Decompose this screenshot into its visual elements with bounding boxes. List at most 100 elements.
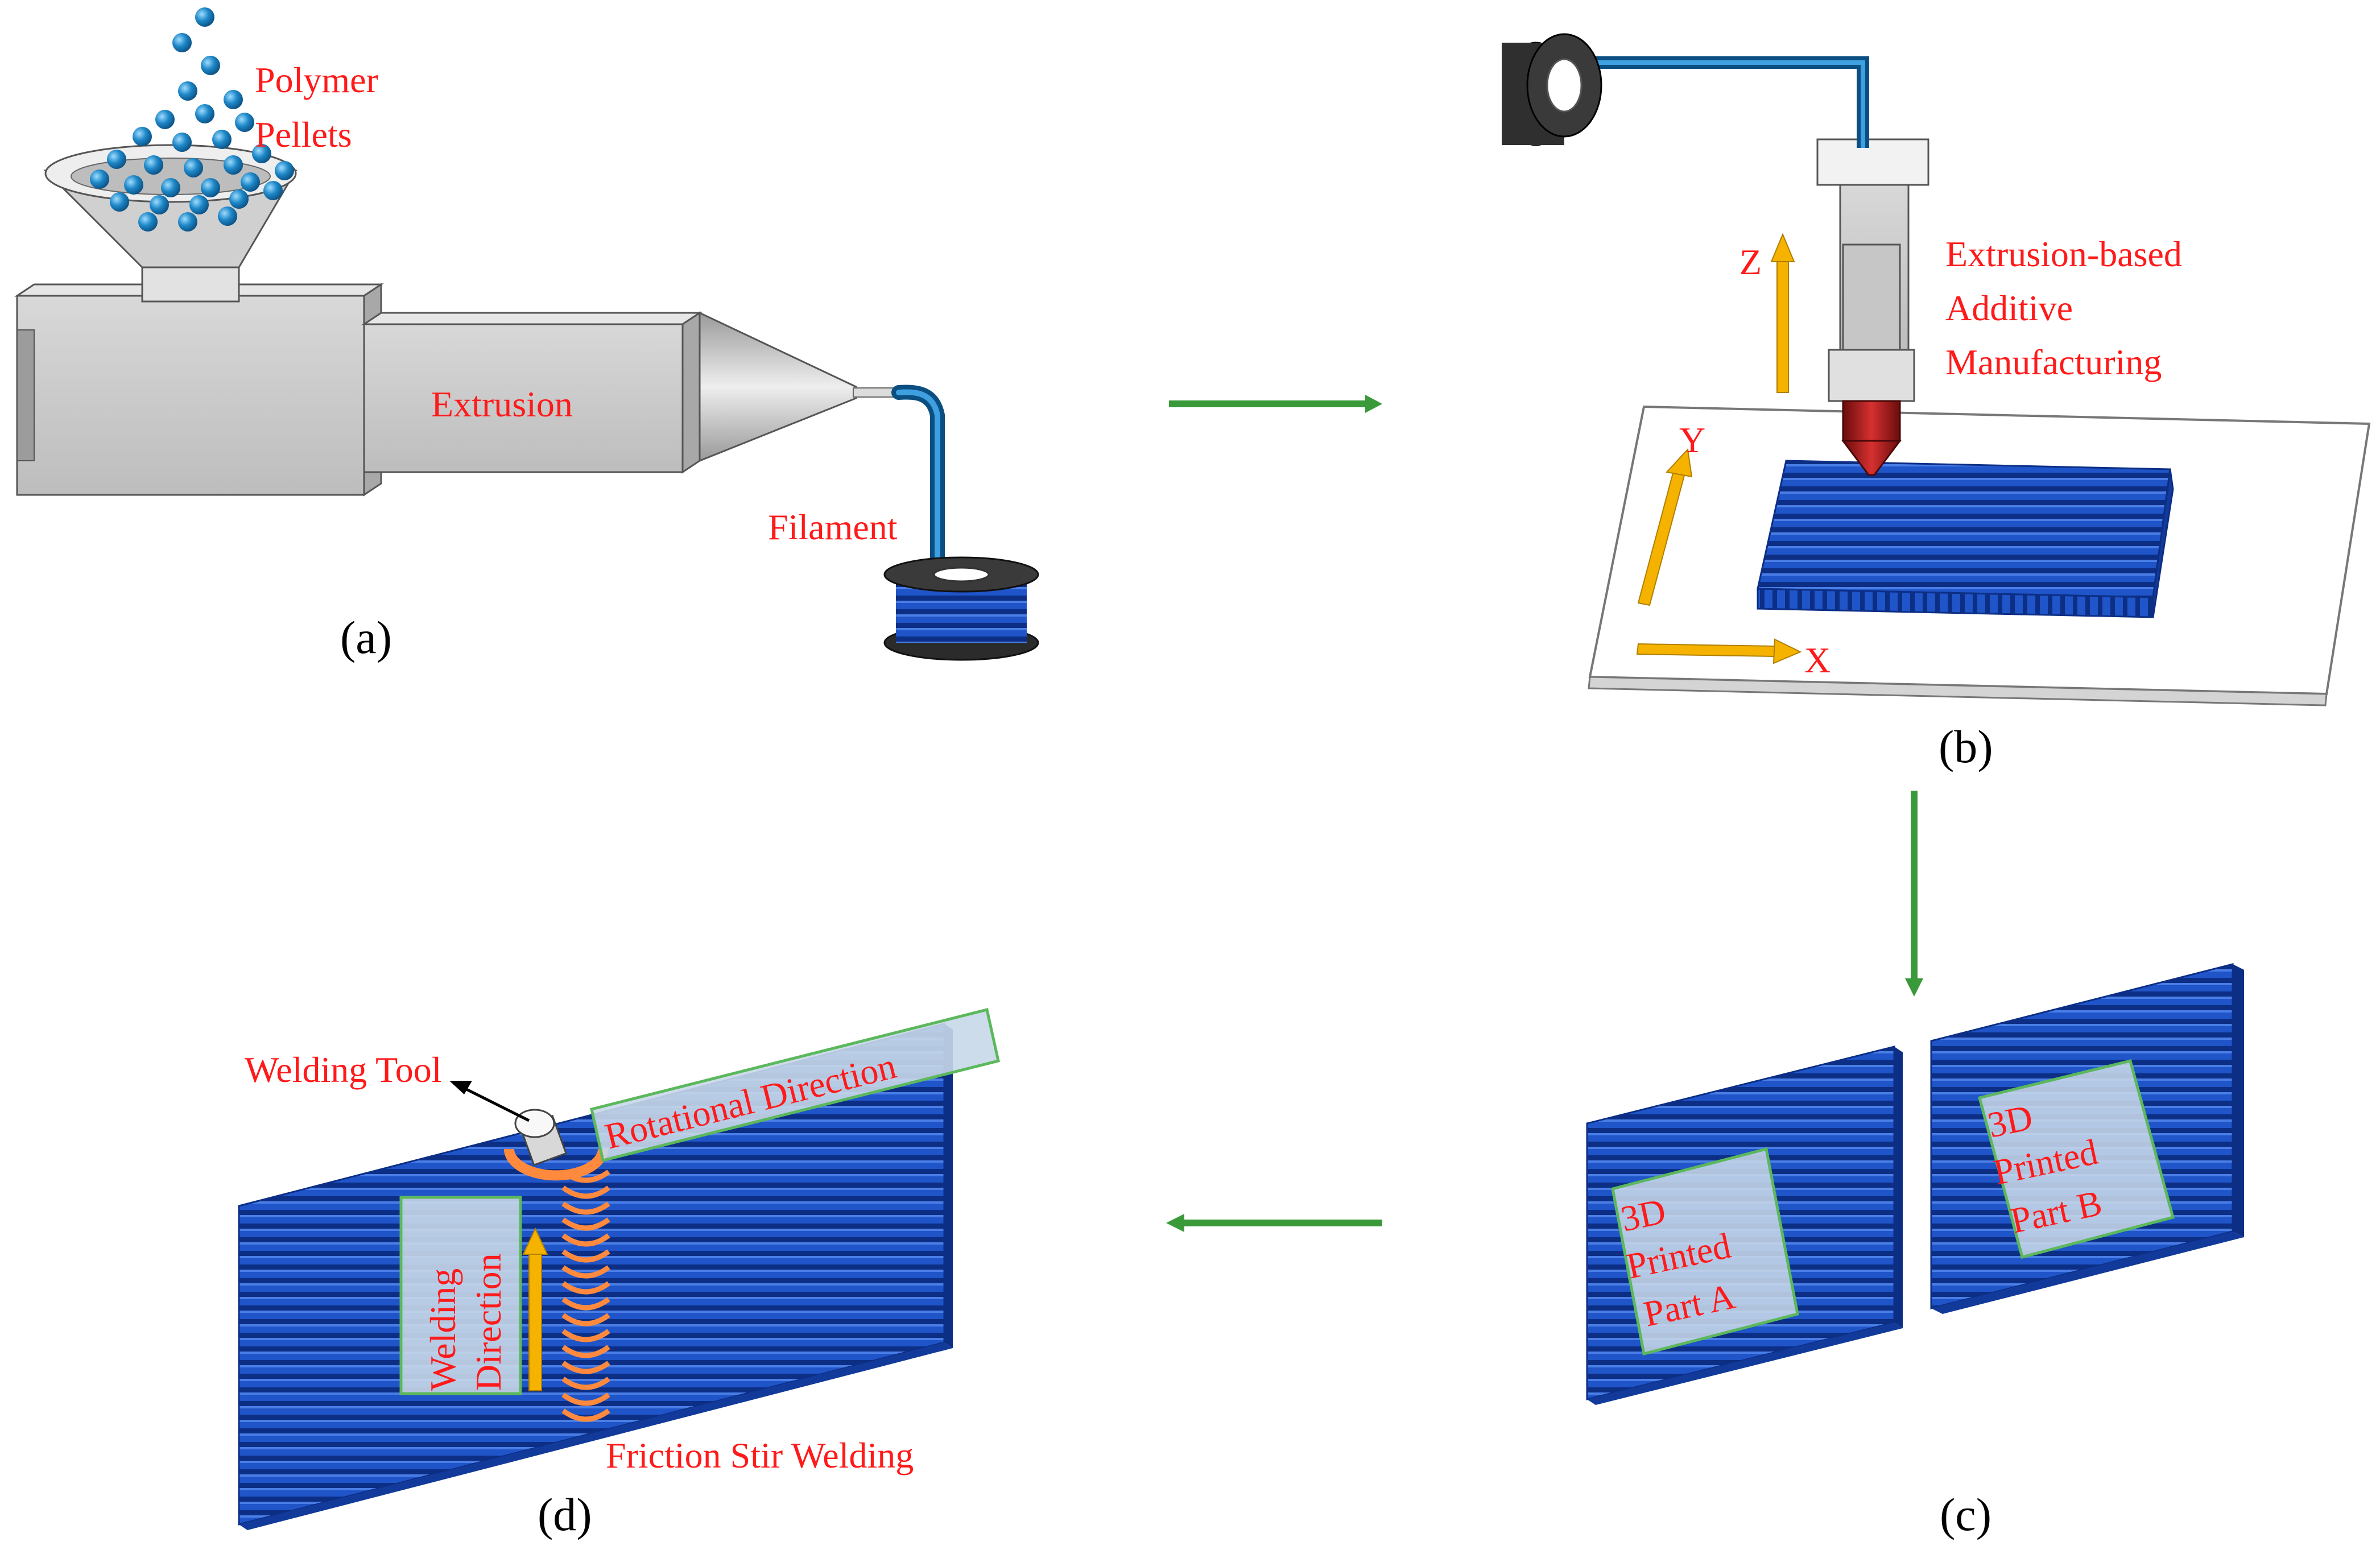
- label-direction: Direction: [468, 1253, 509, 1391]
- weld-coil: [561, 1313, 610, 1326]
- axis-label-y: Y: [1679, 420, 1705, 460]
- pellet-icon: [110, 192, 129, 212]
- weld-coil: [561, 1345, 610, 1358]
- axis-y: [1637, 448, 1693, 606]
- pellet-icon: [138, 212, 158, 232]
- pellet-icon: [90, 170, 109, 189]
- flow-arrow-a-to-b: [1169, 395, 1382, 413]
- pellet-icon: [201, 56, 220, 75]
- welding-tool: [514, 1109, 568, 1167]
- weld-coil: [561, 1201, 610, 1215]
- extruder-die-cone: [699, 311, 857, 462]
- label-welding-tool: Welding Tool: [245, 1049, 442, 1090]
- weld-coil: [561, 1249, 610, 1263]
- pellet-icon: [172, 33, 192, 52]
- pellet-icon: [235, 113, 254, 132]
- part-b-line1: 3D: [1984, 1097, 2036, 1146]
- label-extrusion-based: Extrusion-based: [1945, 234, 2182, 274]
- welding-direction-box: [399, 1196, 522, 1395]
- label-filament: Filament: [768, 507, 898, 547]
- pellet-icon: [263, 181, 283, 200]
- pellet-icon: [201, 178, 220, 197]
- orange-arrow-icon: [1772, 638, 1802, 664]
- panel-a: Polymer Pellets Extrusion Filament (a): [14, 7, 1039, 663]
- printed-part: [1757, 460, 2174, 618]
- weld-coil: [561, 1233, 610, 1247]
- panel-b: Z Y X Extrusion-based Additive Manufactu…: [1502, 33, 2371, 772]
- pellet-icon: [229, 189, 249, 209]
- pellet-icon: [184, 158, 203, 177]
- part-a-label-box: [1611, 1147, 1799, 1356]
- print-head: [1816, 138, 1929, 476]
- pellet-icon: [172, 133, 192, 152]
- caption-a: (a): [340, 611, 392, 663]
- weld-coil: [561, 1281, 610, 1295]
- green-arrow-icon: [1905, 978, 1923, 997]
- pellet-icon: [155, 110, 175, 129]
- pellet-icon: [195, 7, 214, 27]
- pellet-icon: [224, 90, 243, 109]
- polymer-pellets: [90, 7, 294, 232]
- label-additive: Additive: [1945, 288, 2073, 328]
- weld-coil: [561, 1265, 610, 1279]
- friction-stir-weld-seam: [561, 1169, 610, 1422]
- weld-coil: [561, 1377, 610, 1390]
- part-b-plate: 3D Printed Part B: [1930, 963, 2244, 1314]
- weld-coil: [561, 1217, 610, 1231]
- part-b-label-box: [1977, 1059, 2175, 1259]
- weld-coil: [561, 1361, 610, 1374]
- pellet-icon: [124, 175, 143, 195]
- flow-arrow-b-to-c: [1905, 791, 1923, 997]
- pointer-line: [460, 1085, 530, 1122]
- extruder-barrel: [14, 283, 703, 497]
- pellet-icon: [133, 127, 152, 146]
- part-a-line1: 3D: [1617, 1191, 1669, 1239]
- filament-spool: [883, 556, 1039, 661]
- label-extrusion: Extrusion: [431, 384, 573, 424]
- pellet-icon: [212, 130, 232, 149]
- pellet-icon: [144, 155, 163, 175]
- nozzle-tip: [1841, 440, 1902, 476]
- axis-x: [1636, 638, 1802, 664]
- pellet-icon: [178, 81, 197, 101]
- label-friction-stir-welding: Friction Stir Welding: [606, 1435, 914, 1476]
- pellet-icon: [161, 178, 180, 197]
- weld-coil: [561, 1297, 610, 1311]
- axis-label-z: Z: [1739, 242, 1762, 282]
- rotational-direction-box: [590, 1007, 1000, 1163]
- part-a-plate: 3D Printed Part A: [1586, 1045, 1903, 1405]
- rotation-arc: [504, 1148, 608, 1181]
- orange-arrow-icon: [522, 1227, 548, 1255]
- weld-coil: [561, 1392, 610, 1406]
- caption-b: (b): [1939, 721, 1993, 772]
- pellet-icon: [224, 155, 243, 175]
- orange-arrow-icon: [1666, 448, 1693, 478]
- black-arrow-icon: [449, 1081, 472, 1094]
- pellet-icon: [150, 195, 169, 214]
- pellet-icon: [241, 172, 260, 192]
- filament-feed: [1579, 56, 1869, 148]
- hopper: [43, 144, 298, 303]
- label-welding: Welding: [423, 1268, 463, 1391]
- pellet-icon: [275, 161, 294, 180]
- panel-d: Rotational Direction Welding Direction W…: [238, 1007, 1000, 1540]
- pellet-icon: [107, 150, 126, 169]
- label-manufacturing: Manufacturing: [1945, 342, 2162, 382]
- weld-coil: [561, 1329, 610, 1342]
- label-pellets: Pellets: [255, 114, 352, 155]
- axis-label-x: X: [1804, 640, 1831, 680]
- welding-direction-arrow: [522, 1227, 548, 1391]
- flow-arrow-c-to-d: [1166, 1214, 1382, 1232]
- panel-c: 3D Printed Part A 3D Printed Part B (c): [1586, 963, 2244, 1540]
- pellet-icon: [189, 195, 209, 214]
- green-arrow-icon: [1365, 395, 1382, 413]
- pellet-icon: [252, 144, 271, 163]
- caption-c: (c): [1940, 1489, 1991, 1540]
- filament-strand: [891, 385, 945, 576]
- weld-coil: [561, 1185, 610, 1199]
- weld-coil: [561, 1408, 610, 1422]
- axis-z: [1770, 233, 1795, 393]
- pellet-icon: [195, 104, 214, 123]
- green-arrow-icon: [1166, 1214, 1184, 1232]
